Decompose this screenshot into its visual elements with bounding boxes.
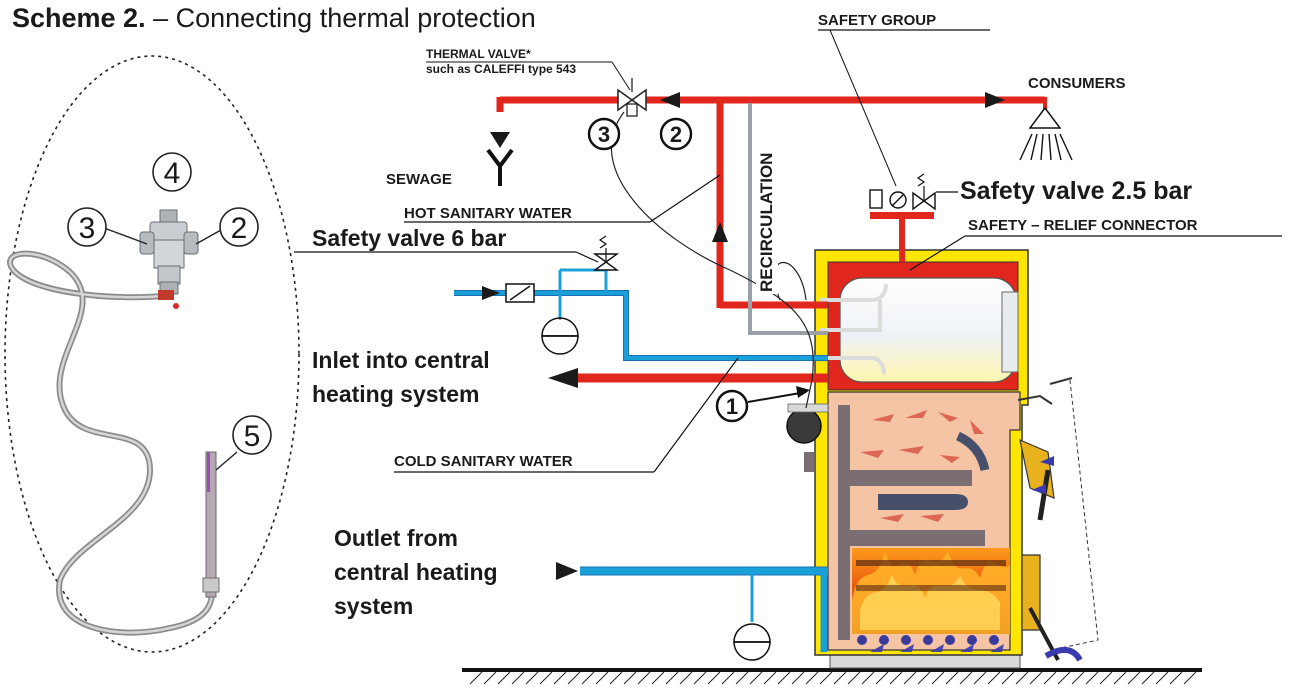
svg-text:Outlet from: Outlet from xyxy=(334,525,458,551)
callout-3-diagram: 3 xyxy=(587,117,621,151)
thermal-valve-label: THERMAL VALVE* xyxy=(426,47,531,61)
safety-valve-6bar-symbol xyxy=(592,235,620,271)
svg-text:Inlet into central: Inlet into central xyxy=(312,347,490,373)
firebox xyxy=(852,548,1010,652)
sensor-probe xyxy=(202,451,220,598)
label-safety-valve-25: Safety valve 2.5 bar xyxy=(936,177,1192,205)
thermal-valve-symbol xyxy=(617,78,647,117)
check-valve-symbol xyxy=(505,283,535,303)
svg-text:central heating: central heating xyxy=(334,559,498,585)
heat-flow-arrows xyxy=(860,410,984,522)
pipe-cold-sanitary xyxy=(454,291,828,360)
scheme-title-number: Scheme 2. xyxy=(12,3,146,33)
sewage-funnel xyxy=(486,148,514,186)
svg-text:2: 2 xyxy=(231,212,248,245)
svg-text:5: 5 xyxy=(244,420,261,453)
svg-text:system: system xyxy=(334,593,413,619)
expansion-tank-sanitary xyxy=(541,317,579,355)
label-cold-sanitary-water: COLD SANITARY WATER xyxy=(394,357,739,473)
callout-3-detail: 3 xyxy=(67,207,148,247)
label-safety-group: SAFETY GROUP xyxy=(818,12,990,187)
consumers-label: CONSUMERS xyxy=(1028,75,1126,92)
pipework xyxy=(454,96,1047,652)
capillary-hose xyxy=(7,250,215,636)
svg-text:3: 3 xyxy=(79,212,96,245)
label-inlet: Inlet into central heating system xyxy=(312,347,490,407)
callout-2-detail: 2 xyxy=(195,207,259,247)
svg-text:4: 4 xyxy=(164,157,181,190)
label-hot-sanitary-water: HOT SANITARY WATER xyxy=(404,174,721,223)
shower-icon xyxy=(1019,106,1073,161)
svg-text:COLD SANITARY WATER: COLD SANITARY WATER xyxy=(394,453,573,470)
svg-text:Safety valve 2.5 bar: Safety valve 2.5 bar xyxy=(960,177,1192,205)
svg-text:SAFETY GROUP: SAFETY GROUP xyxy=(818,12,936,29)
scheme-title-text: – Connecting thermal protection xyxy=(146,3,536,33)
thermal-valve-subtitle: such as CALEFFI type 543 xyxy=(426,62,576,76)
scheme-title: Scheme 2. – Connecting thermal protectio… xyxy=(12,3,536,33)
label-recirculation: RECIRCULATION xyxy=(756,108,778,294)
flow-arrows xyxy=(482,92,1005,580)
label-safety-valve-6: Safety valve 6 bar xyxy=(294,225,599,263)
floor xyxy=(462,668,1202,685)
svg-text:HOT SANITARY WATER: HOT SANITARY WATER xyxy=(404,205,572,222)
boiler xyxy=(786,249,1099,669)
boiler-doors xyxy=(1017,377,1099,662)
detail-ellipse xyxy=(4,55,300,653)
svg-text:Safety valve 6 bar: Safety valve 6 bar xyxy=(312,225,506,251)
label-thermal-valve: THERMAL VALVE* such as CALEFFI type 543 xyxy=(426,47,631,91)
label-safety-relief: SAFETY – RELIEF CONNECTOR xyxy=(909,217,1282,271)
callout-5: 5 xyxy=(215,415,272,471)
svg-text:3: 3 xyxy=(598,122,610,147)
svg-text:2: 2 xyxy=(670,122,682,147)
thermal-sensor-well xyxy=(786,403,829,472)
sewage-label: SEWAGE xyxy=(386,171,452,188)
svg-text:RECIRCULATION: RECIRCULATION xyxy=(757,153,776,292)
callout-1-diagram: 1 xyxy=(715,386,810,423)
callout-4: 4 xyxy=(152,152,192,192)
safety-group-symbol xyxy=(869,173,936,211)
thermal-valve-detail: 4 3 2 5 xyxy=(4,55,300,653)
expansion-tank-heating xyxy=(733,623,771,661)
svg-text:1: 1 xyxy=(726,394,738,419)
svg-text:heating system: heating system xyxy=(312,381,479,407)
callout-2-diagram: 2 xyxy=(659,117,693,151)
svg-text:SAFETY – RELIEF CONNECTOR: SAFETY – RELIEF CONNECTOR xyxy=(968,217,1198,234)
label-outlet: Outlet from central heating system xyxy=(334,525,498,619)
capillary-line xyxy=(610,111,814,409)
thermal-valve-photo xyxy=(139,209,199,309)
